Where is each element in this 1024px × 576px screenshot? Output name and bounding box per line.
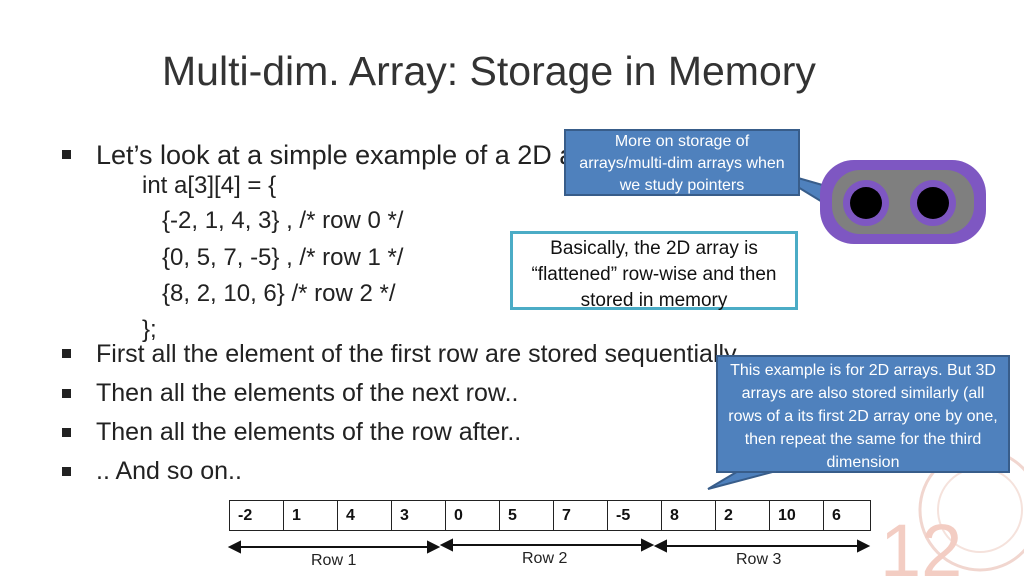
code-line-3: {0, 5, 7, -5} , /* row 1 */ — [162, 244, 404, 271]
row-label-3: Row 3 — [736, 551, 782, 568]
memory-cell: 6 — [823, 500, 871, 531]
bullet-marker — [62, 389, 71, 398]
bullet-marker — [62, 349, 71, 358]
bullet-text-5: .. And so on.. — [96, 457, 242, 485]
bullet-marker — [62, 428, 71, 437]
bullet-text-4: Then all the elements of the row after.. — [96, 418, 522, 446]
row-label-1: Row 1 — [311, 552, 357, 569]
callout-3d-arrays: This example is for 2D arrays. But 3D ar… — [716, 355, 1010, 473]
bullet-text-2: First all the element of the first row a… — [96, 340, 737, 368]
row-label-2: Row 2 — [522, 550, 568, 567]
callout-pointers: More on storage of arrays/multi-dim arra… — [564, 129, 800, 196]
code-line-2: {-2, 1, 4, 3} , /* row 0 */ — [162, 207, 404, 234]
bullet-marker — [62, 150, 71, 159]
bullet-marker — [62, 467, 71, 476]
code-line-4: {8, 2, 10, 6} /* row 2 */ — [162, 280, 396, 307]
code-line-5: }; — [142, 316, 157, 343]
bullet-text-3: Then all the elements of the next row.. — [96, 379, 519, 407]
svg-text:12: 12 — [880, 509, 962, 576]
callout-flattened: Basically, the 2D array is “flattened” r… — [510, 231, 798, 311]
slide-title: Multi-dim. Array: Storage in Memory — [162, 48, 816, 94]
code-line-1: int a[3][4] = { — [142, 172, 277, 199]
